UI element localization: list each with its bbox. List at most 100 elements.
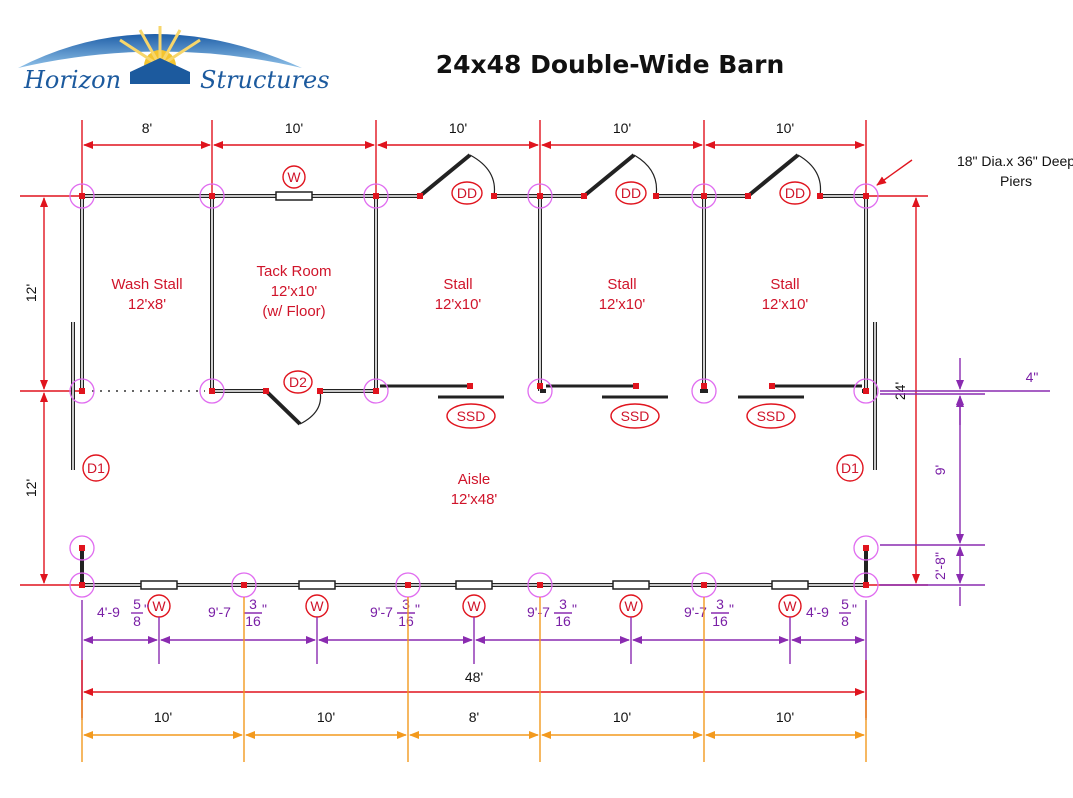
svg-text:W: W	[467, 598, 481, 614]
svg-text:3: 3	[716, 596, 724, 612]
svg-text:": "	[144, 601, 149, 617]
post-markers	[79, 193, 869, 588]
svg-text:SSD: SSD	[457, 408, 486, 424]
svg-text:": "	[729, 601, 734, 617]
svg-text:16: 16	[398, 613, 414, 629]
door-window-tags: W DD DD DD D2 SSD SSD SSD	[82, 165, 864, 618]
window-tag-bottom-2: W	[305, 594, 329, 618]
pier-dim-5: 10'	[776, 709, 794, 725]
top-dim-4: 10'	[613, 120, 631, 136]
svg-text:9'-7: 9'-7	[208, 604, 231, 620]
pier-dim-2: 10'	[317, 709, 335, 725]
top-dim-5: 10'	[776, 120, 794, 136]
overall-width-dimension: 48'	[81, 660, 867, 718]
svg-text:W: W	[783, 598, 797, 614]
window-tag-bottom-4: W	[619, 594, 643, 618]
stall-3-name: Stall	[770, 276, 799, 293]
stall-1-name: Stall	[443, 276, 472, 293]
door-2-tag: D2	[283, 370, 313, 394]
right-dimensions: 24' 4" 9' 2'-8"	[866, 195, 1050, 606]
end-sliding-doors	[71, 322, 877, 470]
tack-room-name: Tack Room	[256, 263, 331, 280]
svg-text:DD: DD	[621, 185, 641, 201]
pier-note: 18" Dia.x 36" Deep Piers	[876, 153, 1073, 189]
dutch-door-tag-1: DD	[451, 181, 483, 205]
aisle-size: 12'x48'	[451, 491, 498, 508]
svg-text:3: 3	[559, 596, 567, 612]
svg-text:16: 16	[555, 613, 571, 629]
svg-text:SSD: SSD	[621, 408, 650, 424]
window-spacing-dimensions: 4'-9 5 8 " 9'-7 3 16 " 9'-7 3 16 " 9'-7 …	[81, 596, 867, 720]
svg-text:16: 16	[245, 613, 261, 629]
tack-room-door	[264, 389, 322, 426]
wash-stall-name: Wash Stall	[111, 276, 182, 293]
top-dim-3: 10'	[449, 120, 467, 136]
logo-right-word: Structures	[200, 66, 330, 94]
dutch-door-tag-2: DD	[615, 181, 647, 205]
svg-text:W: W	[310, 598, 324, 614]
room-labels: Wash Stall 12'x8' Tack Room 12'x10' (w/ …	[111, 263, 808, 508]
stall-1-size: 12'x10'	[435, 296, 482, 313]
svg-text:9'-7: 9'-7	[370, 604, 393, 620]
pier-dim-4: 10'	[613, 709, 631, 725]
company-logo: Horizon Structures	[18, 26, 330, 94]
svg-text:5: 5	[133, 596, 141, 612]
barn-icon	[130, 58, 190, 84]
svg-text:": "	[852, 601, 857, 617]
window-frames	[140, 191, 809, 590]
svg-text:D1: D1	[841, 460, 859, 476]
svg-text:W: W	[152, 598, 166, 614]
window-tag-bottom-1: W	[147, 594, 171, 618]
svg-text:8: 8	[133, 613, 141, 629]
window-spacing-mid-3: 9'-7 3 16 "	[527, 596, 577, 629]
right-dim-gap: 4"	[1026, 369, 1039, 385]
door-1-tag-right: D1	[836, 454, 864, 482]
pier-spacing-dimensions: 10' 10' 8' 10' 10'	[81, 597, 867, 762]
svg-text:5: 5	[841, 596, 849, 612]
svg-text:3: 3	[402, 596, 410, 612]
window-tag-bottom-3: W	[462, 594, 486, 618]
dutch-door-tag-3: DD	[779, 181, 811, 205]
window-spacing-end-right: 4'-9 5 8 "	[806, 596, 857, 629]
pier-dim-3: 8'	[469, 709, 479, 725]
door-1-tag-left: D1	[82, 454, 110, 482]
svg-text:9'-7: 9'-7	[527, 604, 550, 620]
top-dimensions: 8' 10' 10' 10' 10'	[81, 120, 867, 196]
svg-text:W: W	[287, 169, 301, 185]
top-dim-2: 10'	[285, 120, 303, 136]
svg-text:": "	[572, 601, 577, 617]
tack-room-note: (w/ Floor)	[262, 303, 325, 320]
svg-text:8: 8	[841, 613, 849, 629]
aisle-name: Aisle	[458, 471, 491, 488]
svg-text:9'-7: 9'-7	[684, 604, 707, 620]
overall-width-label: 48'	[465, 669, 483, 685]
svg-text:4'-9: 4'-9	[806, 604, 829, 620]
pier-note-line1: 18" Dia.x 36" Deep	[957, 153, 1073, 169]
page-title: 24x48 Double-Wide Barn	[436, 50, 785, 79]
window-tag-top: W	[282, 165, 306, 189]
sliding-stall-door-tag-3: SSD	[746, 403, 796, 429]
top-dim-1: 8'	[142, 120, 152, 136]
left-dimensions: 12' 12'	[20, 195, 82, 586]
sliding-stall-door-tag-2: SSD	[610, 403, 660, 429]
stall-2-name: Stall	[607, 276, 636, 293]
window-spacing-mid-4: 9'-7 3 16 "	[684, 596, 734, 629]
svg-text:DD: DD	[785, 185, 805, 201]
left-dim-lower: 12'	[23, 479, 39, 497]
stall-2-size: 12'x10'	[599, 296, 646, 313]
sliding-stall-doors	[380, 384, 862, 399]
sliding-stall-door-tag-1: SSD	[446, 403, 496, 429]
svg-text:4'-9: 4'-9	[97, 604, 120, 620]
svg-text:16: 16	[712, 613, 728, 629]
tack-room-size: 12'x10'	[271, 283, 318, 300]
right-dim-upper: 9'	[932, 465, 948, 475]
window-tag-bottom-5: W	[778, 594, 802, 618]
window-spacing-end-left: 4'-9 5 8 "	[97, 596, 149, 629]
svg-text:3: 3	[249, 596, 257, 612]
svg-text:": "	[262, 601, 267, 617]
svg-text:SSD: SSD	[757, 408, 786, 424]
left-dim-upper: 12'	[23, 284, 39, 302]
svg-text:W: W	[624, 598, 638, 614]
